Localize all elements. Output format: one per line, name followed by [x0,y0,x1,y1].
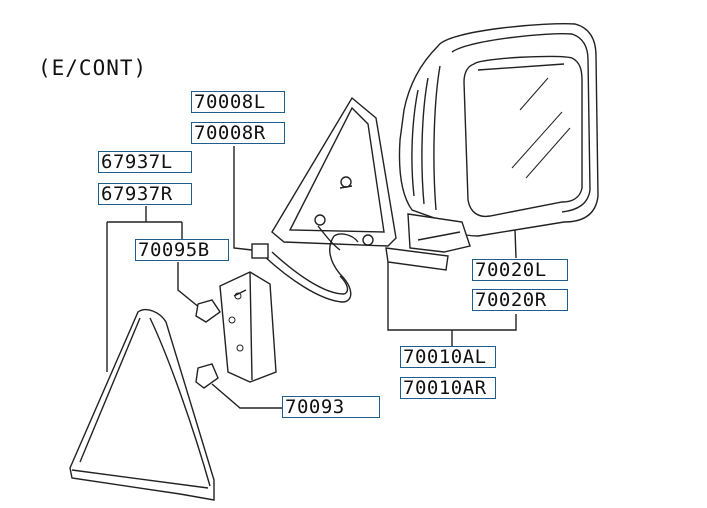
mirror-cable [251,225,359,303]
mirror-base [271,96,397,247]
part-label-70008l[interactable]: 70008L [191,91,285,113]
part-label-70008r[interactable]: 70008R [191,122,285,144]
clip-70093 [195,363,219,389]
clip-70095b [195,299,221,323]
leader-lines [106,146,517,409]
part-label-70095b[interactable]: 70095B [135,239,229,261]
part-label-67937r[interactable]: 67937R [98,183,192,205]
corner-cover [69,308,215,501]
part-label-70020r[interactable]: 70020R [472,289,568,311]
part-label-70093[interactable]: 70093 [282,396,380,418]
variant-header: (E/CONT) [38,56,148,80]
part-label-70010ar[interactable]: 70010AR [400,377,496,399]
inner-bracket [219,271,277,383]
part-label-70020l[interactable]: 70020L [472,259,568,281]
mirror-head [385,23,599,271]
part-label-70010al[interactable]: 70010AL [400,346,496,368]
part-label-67937l[interactable]: 67937L [98,151,192,173]
